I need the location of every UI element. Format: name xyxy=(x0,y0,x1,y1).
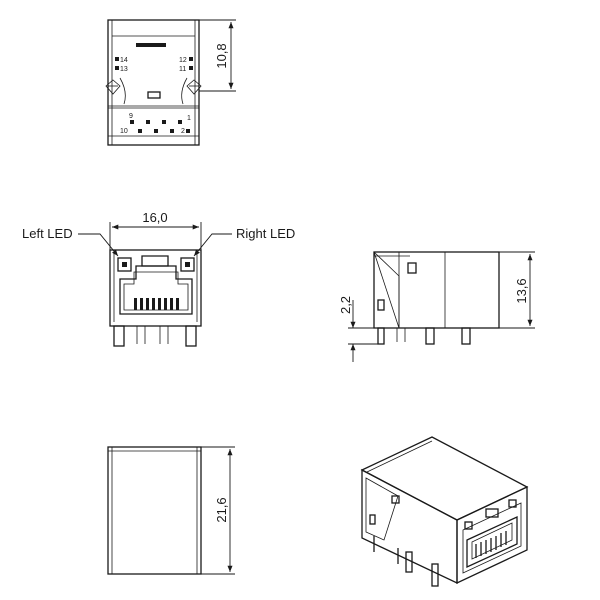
front-view: 16,0 Left LED Right LED xyxy=(22,210,295,347)
dim-top-height: 10,8 xyxy=(214,43,229,68)
dim-side-pin: 2,2 xyxy=(338,296,353,314)
right-led-label: Right LED xyxy=(236,226,295,241)
pin-label-12: 12 xyxy=(179,57,187,64)
dim-front-width: 16,0 xyxy=(142,210,167,225)
side-view: 13,6 2,2 xyxy=(338,251,535,362)
pin-label-11: 11 xyxy=(179,66,186,73)
top-view: 14 13 12 11 9 1 10 2 10,8 xyxy=(105,19,236,146)
dim-bottom-height: 21,6 xyxy=(214,497,229,522)
pin-label-2: 2 xyxy=(181,128,185,135)
bottom-view: 21,6 xyxy=(107,446,235,575)
pin-label-10: 10 xyxy=(120,128,128,135)
pin-label-14: 14 xyxy=(120,57,128,64)
pin-label-13: 13 xyxy=(120,66,128,73)
isometric-view xyxy=(360,436,529,587)
left-led-label: Left LED xyxy=(22,226,73,241)
dim-side-height: 13,6 xyxy=(514,278,529,303)
pin-label-1: 1 xyxy=(187,115,191,122)
pin-label-9: 9 xyxy=(129,113,133,120)
